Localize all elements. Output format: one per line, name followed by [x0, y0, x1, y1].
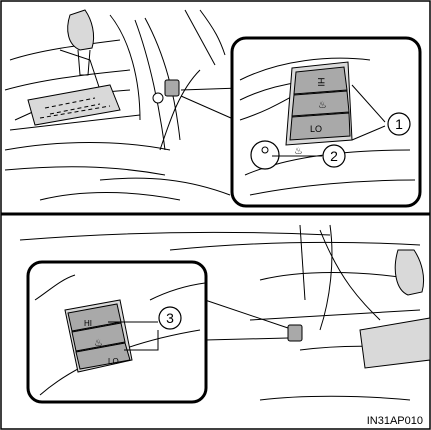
bottom-lo-label: LO — [108, 357, 119, 366]
seat-heater-icon: ♨ — [94, 338, 103, 349]
svg-text:2: 2 — [330, 148, 338, 164]
top-lo-label: LO — [310, 124, 322, 134]
top-hi-label: HI — [316, 78, 326, 87]
callout-3: 3 — [159, 307, 181, 329]
bottom-hi-label: HI — [84, 319, 92, 328]
callout-1: 1 — [388, 113, 410, 135]
seat-heater-icon: ♨ — [318, 100, 327, 111]
bottom-inset: HI LO ♨ 3 — [28, 262, 206, 402]
top-panel-interior — [5, 10, 240, 200]
callout-2: 2 — [323, 145, 345, 167]
seat-heater-icon: ♨ — [294, 146, 303, 157]
image-code: IN31AP010 — [367, 415, 423, 427]
svg-text:1: 1 — [395, 116, 403, 132]
top-hi-lo-switch[interactable]: HI LO ♨ — [286, 62, 352, 145]
svg-text:3: 3 — [166, 310, 174, 326]
top-inset: HI LO ♨ ♨ 1 2 — [232, 38, 420, 206]
